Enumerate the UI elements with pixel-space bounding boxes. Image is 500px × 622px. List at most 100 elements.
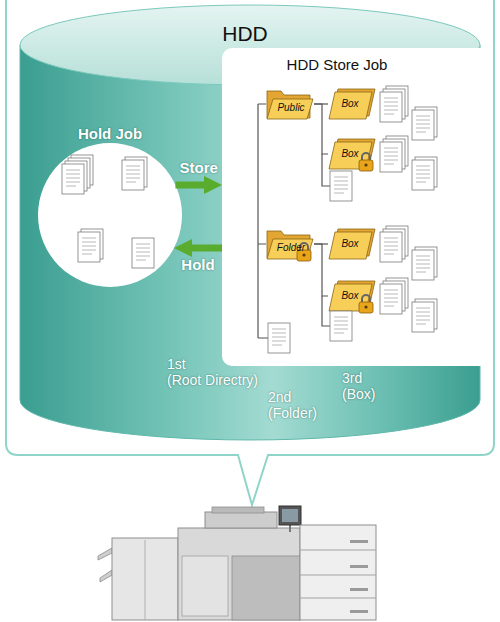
callout-bubble bbox=[6, 0, 494, 505]
printer-tray bbox=[100, 570, 112, 582]
document-icon bbox=[386, 86, 408, 116]
box-front bbox=[329, 232, 372, 259]
store-arrow bbox=[175, 182, 212, 189]
document-icon bbox=[412, 160, 434, 190]
printer-panel bbox=[232, 556, 300, 620]
box-icon: Box bbox=[328, 138, 376, 170]
printer-drawer-line bbox=[300, 575, 376, 576]
document-icon bbox=[268, 323, 290, 353]
document-icon bbox=[383, 281, 405, 311]
lock-icon bbox=[359, 153, 373, 171]
document-icon bbox=[330, 311, 352, 341]
hold-arrow bbox=[184, 245, 222, 252]
box-front bbox=[329, 284, 372, 311]
document-icon bbox=[415, 157, 437, 187]
document-icon bbox=[125, 157, 147, 187]
document-icon bbox=[412, 302, 434, 332]
document-icon bbox=[68, 158, 90, 188]
printer-handle bbox=[350, 588, 368, 591]
printer-seam bbox=[145, 540, 146, 620]
tree-line bbox=[314, 244, 328, 296]
hold-job-documents bbox=[62, 155, 154, 268]
lock-shackle bbox=[362, 153, 370, 160]
document-icon bbox=[415, 247, 437, 277]
printer-handle bbox=[350, 565, 368, 568]
document-icon bbox=[122, 160, 144, 190]
folder-line bbox=[322, 154, 330, 186]
lock-body bbox=[359, 160, 373, 171]
box-front bbox=[329, 92, 372, 119]
folder-icon: Folder bbox=[266, 228, 314, 260]
document-icon bbox=[415, 107, 437, 137]
document-icon bbox=[380, 284, 402, 314]
folder-line bbox=[322, 296, 330, 326]
box-front bbox=[329, 142, 372, 169]
box-icon: Box bbox=[328, 228, 376, 260]
printer-finisher bbox=[112, 538, 178, 620]
printer-feeder bbox=[212, 507, 264, 513]
lock-keyhole bbox=[364, 305, 367, 308]
hold-job-circle-shape bbox=[38, 127, 182, 287]
printer-drawer-line bbox=[300, 598, 376, 599]
printer-handle bbox=[350, 540, 368, 543]
folder-front bbox=[267, 99, 313, 119]
tree-lines bbox=[258, 104, 330, 338]
document-icon bbox=[65, 161, 87, 191]
document-icon bbox=[380, 92, 402, 122]
printer-scanner bbox=[205, 512, 277, 528]
printer-body bbox=[178, 528, 300, 620]
node-title: Box bbox=[331, 98, 369, 110]
tree-line bbox=[314, 104, 328, 154]
tree-line bbox=[314, 243, 328, 244]
printer-handle bbox=[350, 610, 368, 613]
hold-job-circle: Hold Job bbox=[38, 127, 182, 287]
document-icon bbox=[386, 226, 408, 256]
printer-screen-glass bbox=[282, 509, 298, 522]
circle-background bbox=[38, 143, 182, 287]
document-icon bbox=[380, 232, 402, 262]
document-icon bbox=[132, 238, 154, 268]
hdd-cylinder: HDDHDD Store JobPublicBoxBoxFolderBoxBox… bbox=[20, 5, 480, 445]
printer-drawer-line bbox=[300, 550, 376, 551]
folder-icon: Public bbox=[266, 88, 314, 120]
document-icon bbox=[62, 164, 84, 194]
document-icon bbox=[71, 155, 93, 185]
printer-stand bbox=[289, 525, 291, 532]
node-title: HDD bbox=[20, 21, 470, 46]
document-icon bbox=[330, 171, 352, 201]
node-title: Folder bbox=[272, 242, 310, 254]
node-title: Box bbox=[331, 148, 369, 160]
panel-background bbox=[222, 48, 490, 366]
lock-keyhole bbox=[364, 163, 367, 166]
lock-body bbox=[359, 302, 373, 313]
document-icon bbox=[386, 136, 408, 166]
lock-icon bbox=[359, 295, 373, 313]
printer-door bbox=[182, 556, 228, 616]
root-line bbox=[258, 104, 268, 338]
store-job-panel: HDD Store JobPublicBoxBoxFolderBoxBox bbox=[222, 48, 490, 366]
document-icon bbox=[383, 89, 405, 119]
node-title: Hold Job bbox=[38, 125, 182, 143]
printer-tray bbox=[98, 548, 112, 560]
document-icon bbox=[380, 142, 402, 172]
stored-documents bbox=[268, 86, 437, 353]
document-icon bbox=[383, 229, 405, 259]
node-title: Public bbox=[272, 102, 310, 114]
lock-keyhole bbox=[302, 253, 305, 256]
box-icon: Box bbox=[328, 88, 376, 120]
document-icon bbox=[412, 110, 434, 140]
document-icon bbox=[78, 232, 100, 262]
printer-illustration bbox=[98, 506, 376, 620]
document-icon bbox=[383, 139, 405, 169]
node-title: Box bbox=[331, 290, 369, 302]
document-icon bbox=[81, 229, 103, 259]
printer-screen bbox=[279, 506, 301, 525]
document-icon bbox=[415, 299, 437, 329]
box-icon: Box bbox=[328, 280, 376, 312]
printer-paper-unit bbox=[300, 525, 376, 620]
node-title: HDD Store Job bbox=[222, 56, 452, 74]
lock-shackle bbox=[362, 295, 370, 302]
node-title: Box bbox=[331, 238, 369, 250]
document-icon bbox=[386, 278, 408, 308]
